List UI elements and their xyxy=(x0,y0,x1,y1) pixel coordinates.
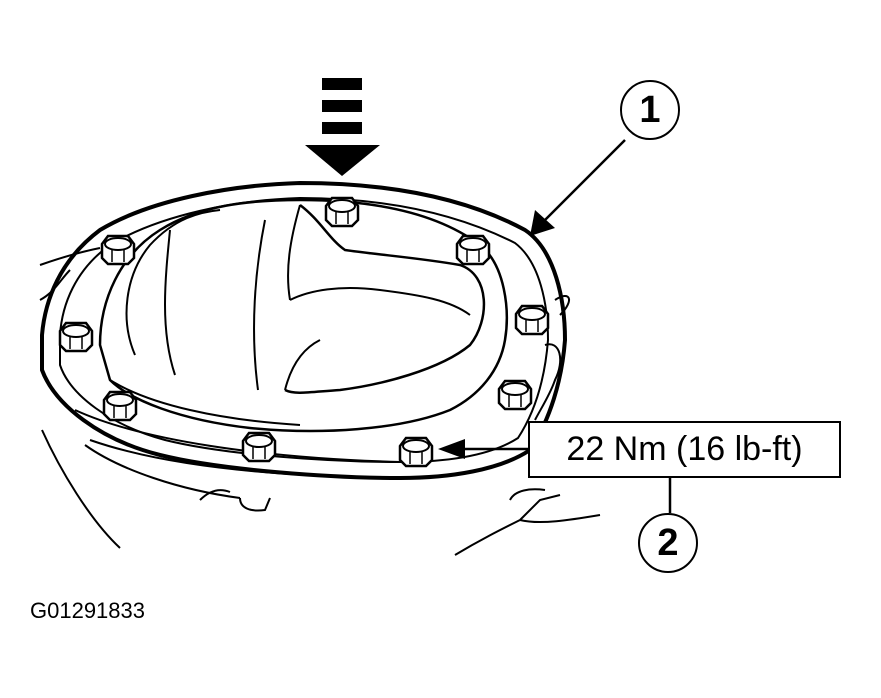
torque-spec-label: 22 Nm (16 lb-ft) xyxy=(566,430,803,468)
hex-bolt-icon xyxy=(102,390,138,422)
axle-housing-background xyxy=(39,247,601,556)
callout-1-label: 1 xyxy=(639,88,661,131)
figure-id: G01291833 xyxy=(30,598,145,623)
hex-bolt-icon xyxy=(455,234,491,266)
callout-2-label: 2 xyxy=(657,521,679,564)
callout-1: 1 xyxy=(620,80,680,140)
hex-bolt-icon xyxy=(514,304,550,336)
torque-spec-box: 22 Nm (16 lb-ft) xyxy=(528,421,841,478)
install-direction-arrow-icon xyxy=(305,78,380,176)
hex-bolt-icon xyxy=(100,234,136,266)
hex-bolt-icon xyxy=(324,196,360,228)
hex-bolt-icon xyxy=(58,321,94,353)
callout-1-leader xyxy=(530,139,626,236)
hex-bolt-icon xyxy=(497,379,533,411)
callout-2: 2 xyxy=(638,513,698,573)
torque-leader xyxy=(438,439,672,513)
differential-cover-icon xyxy=(40,180,568,481)
cover-bolts xyxy=(58,196,550,468)
hex-bolt-icon xyxy=(398,436,434,468)
hex-bolt-icon xyxy=(241,431,277,463)
